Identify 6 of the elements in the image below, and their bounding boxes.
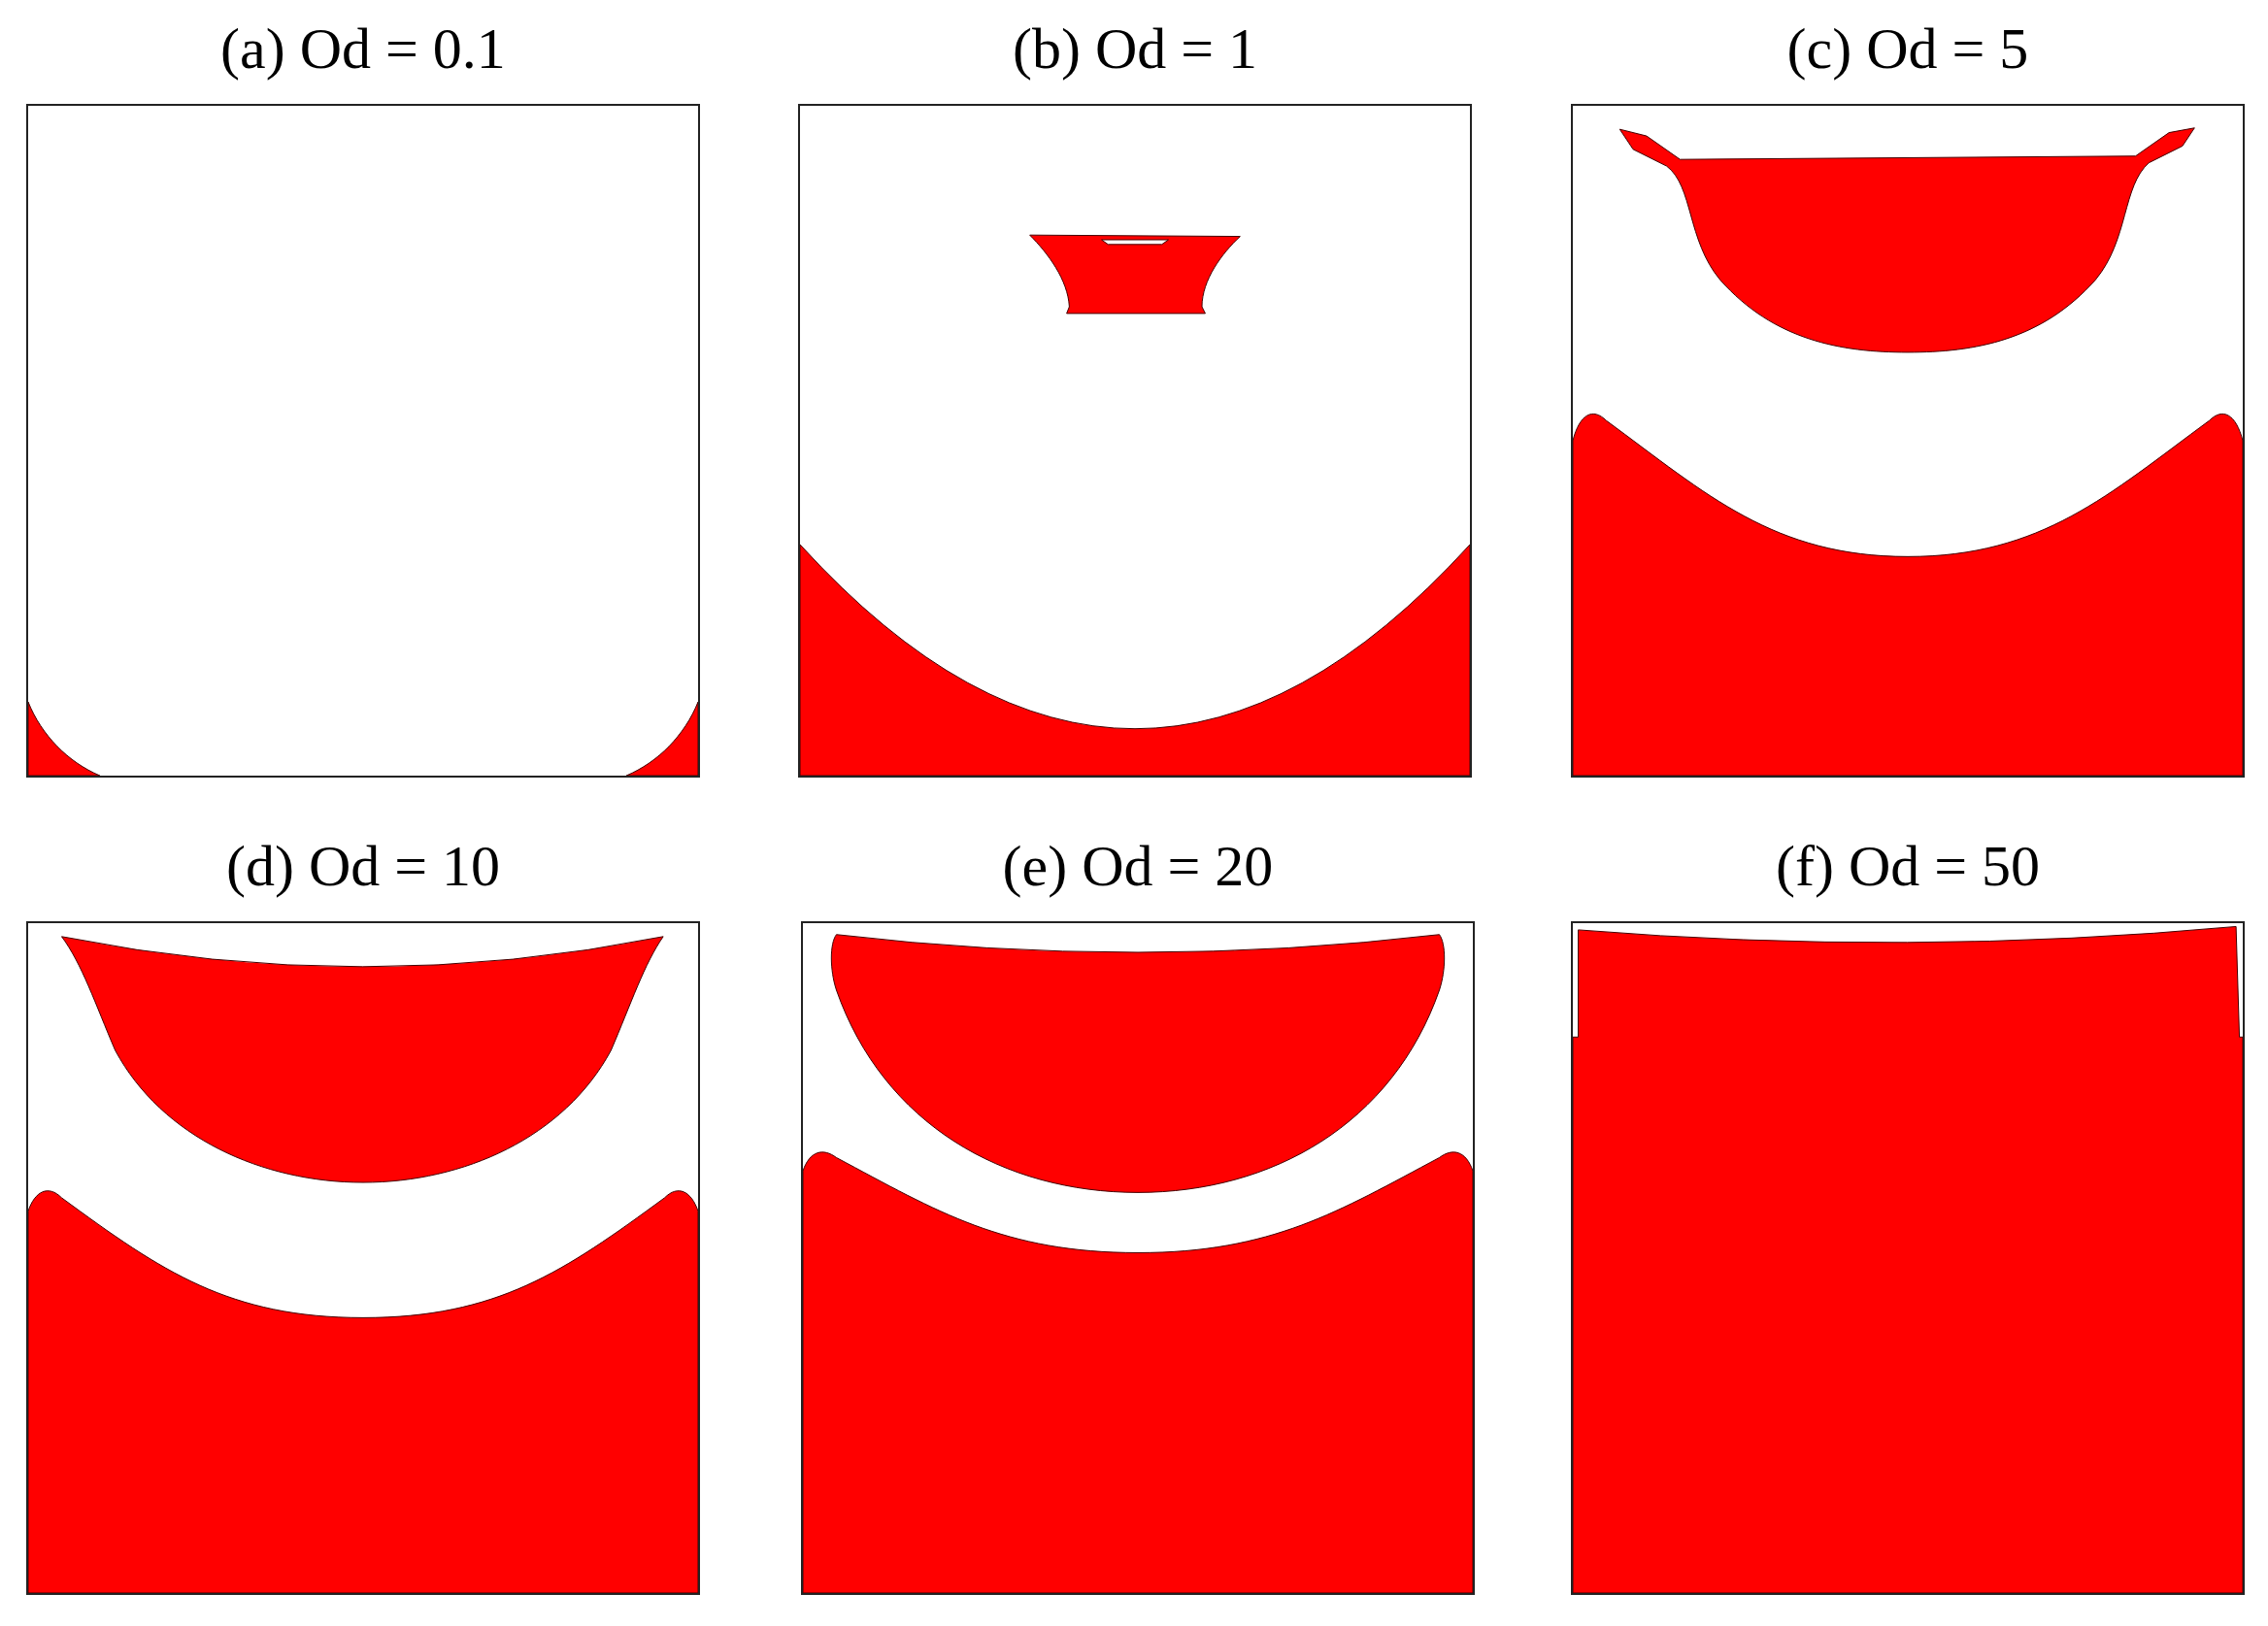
panel-title: (f) Od = 50 — [1774, 833, 2042, 900]
panel-title: (e) Od = 20 — [1001, 833, 1275, 900]
panel-title: (d) Od = 10 — [224, 833, 502, 900]
panel-title: (b) Od = 1 — [1011, 16, 1259, 83]
panel-title: (c) Od = 5 — [1785, 16, 2030, 83]
panel-title: (a) Od = 0.1 — [219, 16, 507, 83]
